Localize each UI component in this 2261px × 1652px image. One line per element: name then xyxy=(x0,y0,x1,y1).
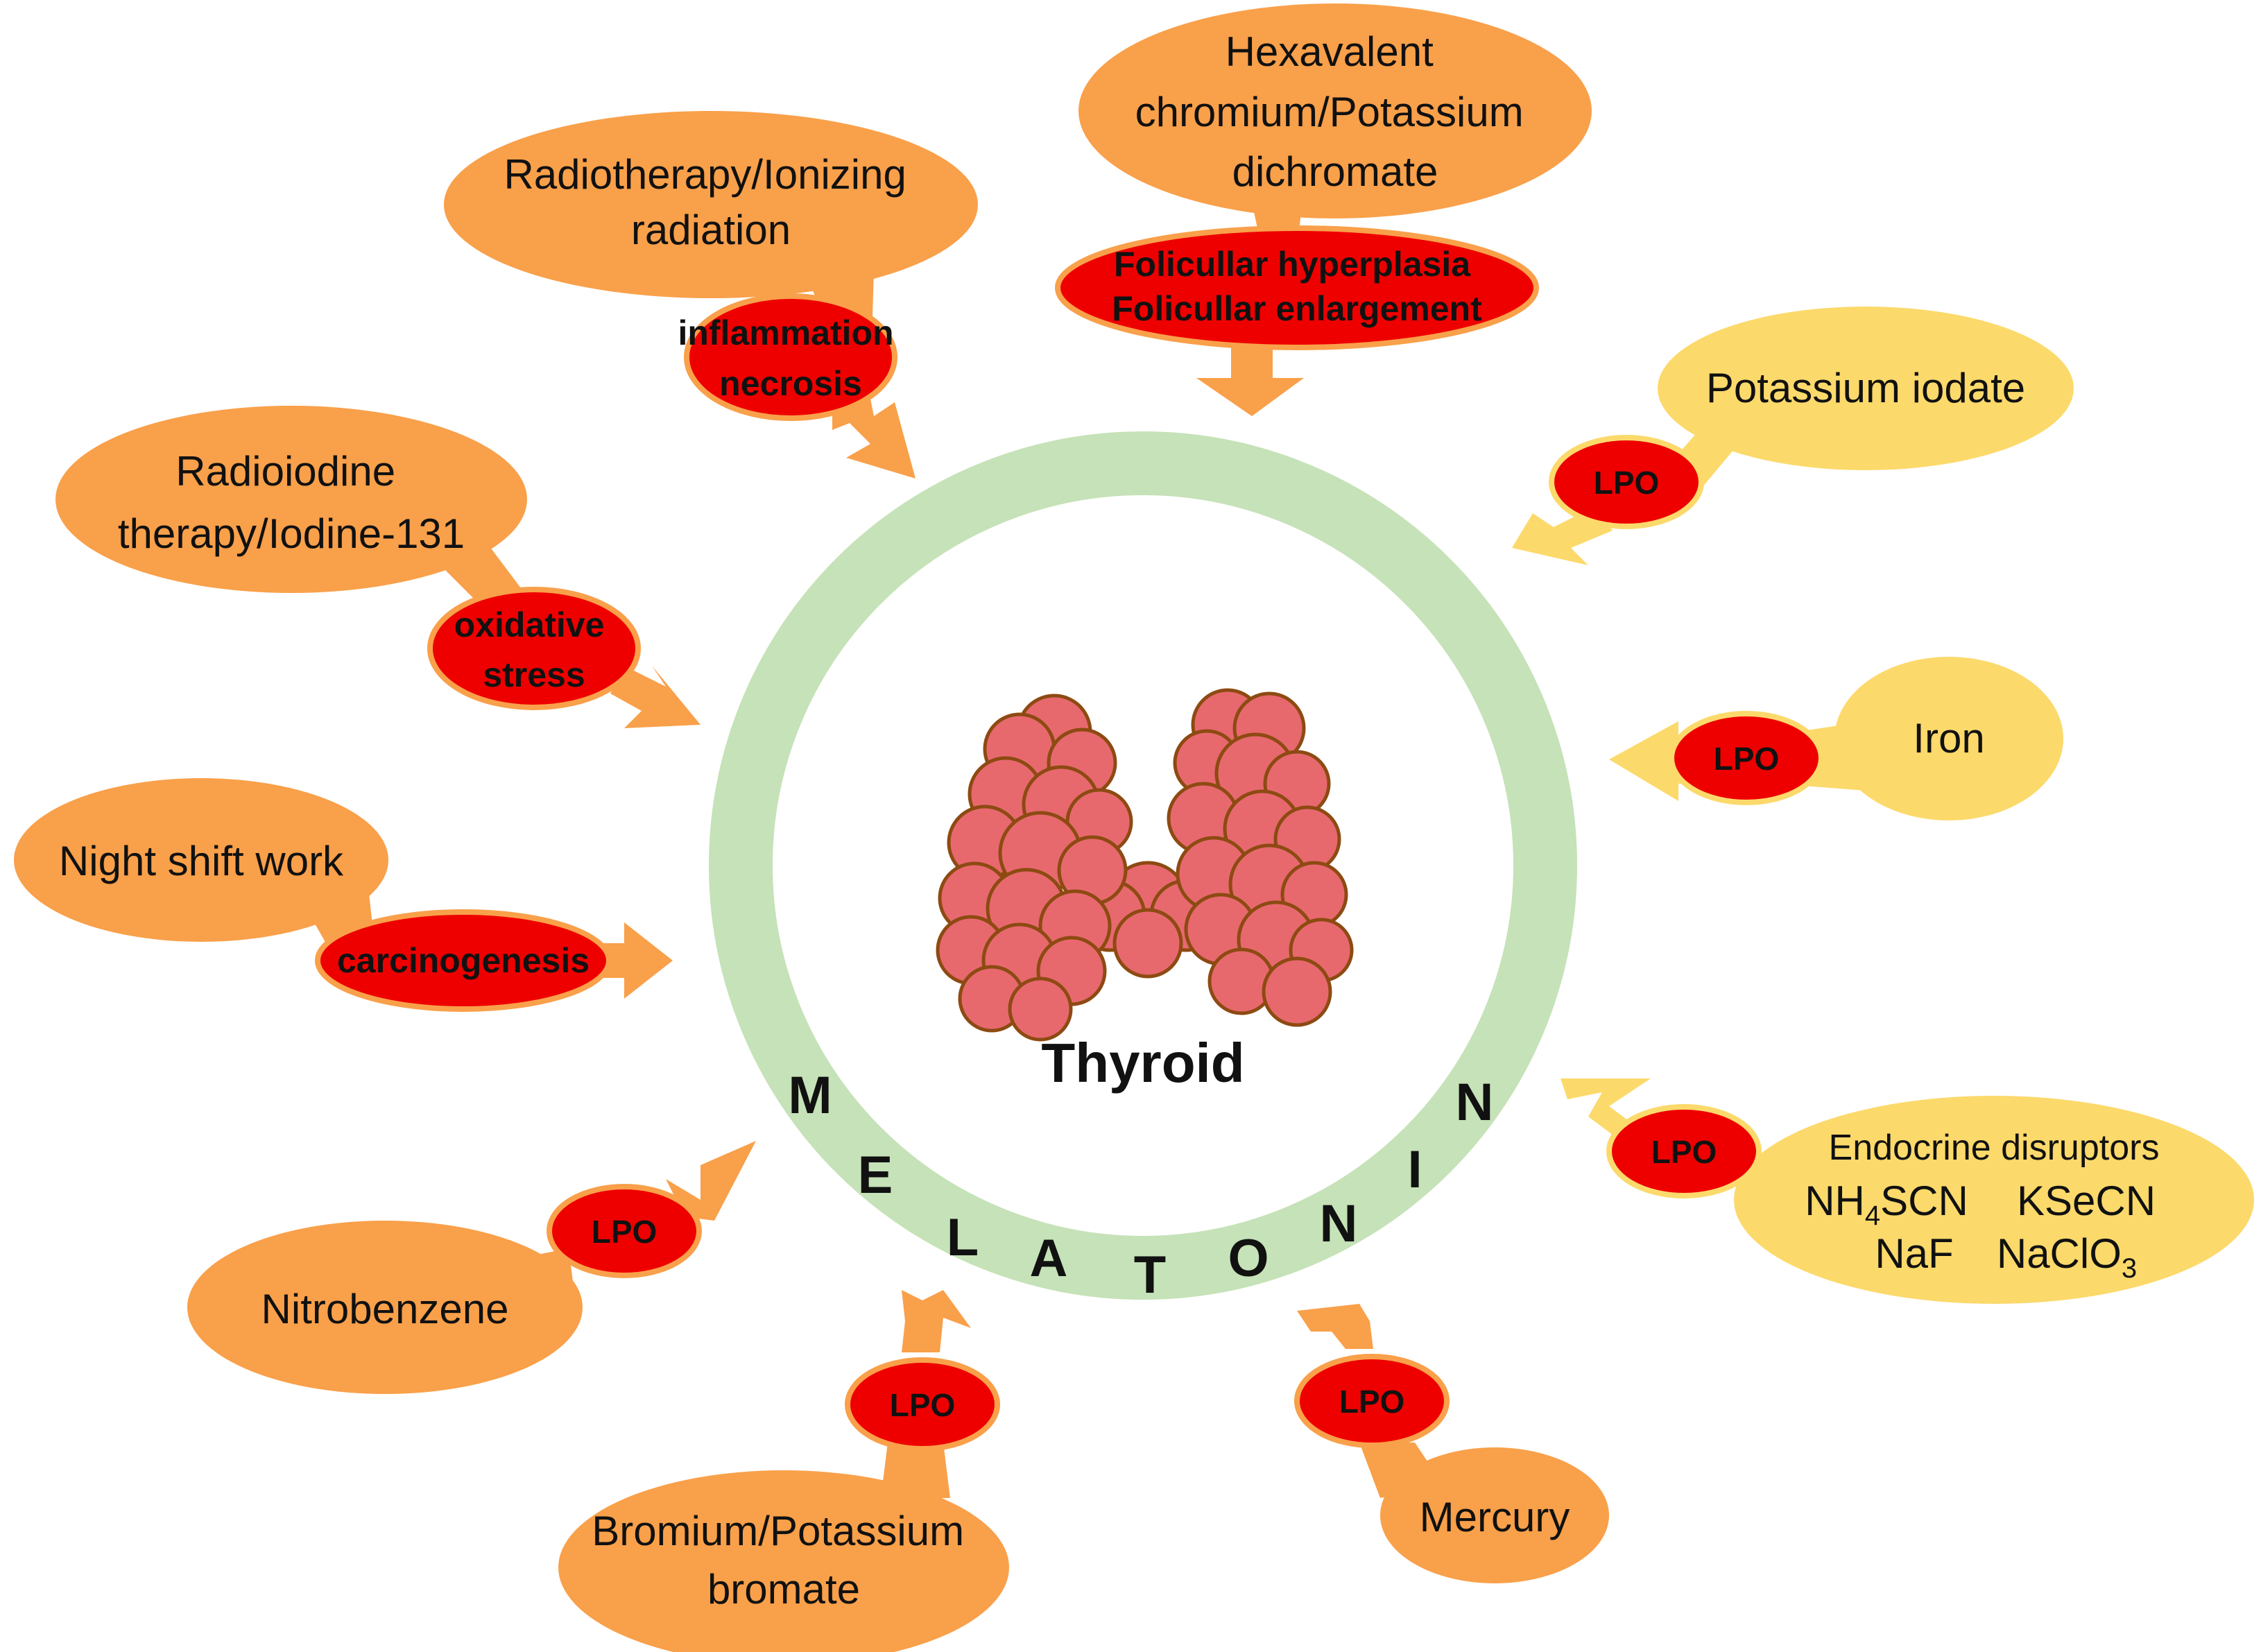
nightshift-label: Night shift work xyxy=(59,838,344,884)
ring-letter: N xyxy=(1320,1194,1358,1253)
chemical-naclo3: NaClO3 xyxy=(1997,1230,2137,1284)
radioiodine-label: Radioiodine therapy/Iodine-131 xyxy=(118,448,465,557)
thyroid-label: Thyroid xyxy=(1041,1032,1244,1094)
nightshift-bubble xyxy=(14,778,388,942)
nitrobenzene-label: Nitrobenzene xyxy=(261,1286,509,1332)
chemical-ksecn: KSeCN xyxy=(2017,1178,2156,1224)
disruptors-bubble xyxy=(1734,1096,2254,1304)
effect-lpo-disruptors xyxy=(1606,1104,1762,1198)
mercury-bubble xyxy=(1380,1447,1609,1583)
effect-text: carcinogenesis xyxy=(337,941,590,980)
effect-text: LPO xyxy=(1714,741,1780,777)
ring-letter: O xyxy=(1228,1229,1269,1288)
ring-letter: E xyxy=(858,1146,893,1205)
thyroid-gland-icon xyxy=(936,688,1354,1042)
effect-text: LPO xyxy=(890,1387,956,1423)
radiotherapy-label: Radiotherapy/Ionizing radiation xyxy=(504,151,918,253)
arrow-mercury xyxy=(1297,1304,1373,1349)
ring-letter: A xyxy=(1030,1229,1068,1288)
iron-label: Iron xyxy=(1913,715,1984,762)
effect-text: inflammation necrosis xyxy=(678,313,903,403)
iodate-label: Potassium iodate xyxy=(1706,365,2025,411)
effect-carcinogenesis xyxy=(315,909,612,1012)
arrow-chromium xyxy=(1196,333,1304,416)
radioiodine-bubble xyxy=(55,406,527,593)
factor-iodate: Potassium iodate LPO xyxy=(1512,307,2074,565)
bromate-label: Bromium/Potassium bromate xyxy=(592,1508,975,1612)
factor-chromium: Hexavalent chromium/Potassium dichromate… xyxy=(1055,3,1592,416)
effect-lpo-iodate xyxy=(1549,435,1704,529)
ring-letter: M xyxy=(788,1066,832,1125)
chemical-nh4scn: NH4SCN xyxy=(1805,1178,1968,1231)
arrow-radioiodine xyxy=(610,666,700,728)
effect-text: LPO xyxy=(1594,465,1660,501)
ring-letter: T xyxy=(1134,1246,1166,1305)
effect-text: oxidative stress xyxy=(454,605,614,694)
chromium-label: Hexavalent chromium/Potassium dichromate xyxy=(1135,28,1536,195)
iron-bubble xyxy=(1834,657,2063,820)
mercury-label: Mercury xyxy=(1420,1494,1570,1540)
factor-radiotherapy: Radiotherapy/Ionizing radiation inflamma… xyxy=(444,111,978,479)
chromium-bubble xyxy=(1078,3,1592,218)
effect-lpo-nitrobenzene xyxy=(547,1184,702,1278)
ring-letter: N xyxy=(1456,1073,1494,1132)
arrow-bromate xyxy=(902,1290,971,1352)
effect-lpo-iron xyxy=(1669,711,1824,805)
effect-text: LPO xyxy=(1651,1134,1717,1170)
bromate-bubble xyxy=(558,1470,1009,1652)
factor-iron: Iron LPO xyxy=(1609,657,2063,820)
arrow-nightshift xyxy=(590,922,673,999)
ring-letter: I xyxy=(1407,1140,1422,1199)
nitrobenzene-bubble xyxy=(187,1221,583,1394)
iodate-bubble xyxy=(1658,307,2074,470)
factor-nightshift: Night shift work carcinogenesis xyxy=(14,778,673,1012)
factor-disruptors: Endocrine disruptors NH4SCN KSeCN NaF Na… xyxy=(1561,1078,2254,1304)
ring-letter: L xyxy=(947,1208,979,1267)
melatonin-ring-label: M E L A T O N I N xyxy=(788,1066,1493,1305)
chemical-naf: NaF xyxy=(1875,1230,1953,1277)
melatonin-ring xyxy=(709,431,1577,1300)
arrow-nitrobenzene xyxy=(666,1141,756,1221)
factor-bromate: Bromium/Potassium bromate LPO xyxy=(558,1290,1009,1652)
effect-lpo-bromate xyxy=(845,1357,1000,1452)
effect-text: LPO xyxy=(1339,1384,1405,1420)
effect-text: LPO xyxy=(592,1214,657,1250)
factor-mercury: Mercury LPO xyxy=(1294,1304,1609,1583)
effect-lpo-mercury xyxy=(1294,1354,1450,1448)
effect-text: Folicullar hyperplasia Folicullar enlarg… xyxy=(1112,245,1482,328)
disruptors-title: Endocrine disruptors xyxy=(1829,1128,2160,1168)
effect-inflammation-necrosis xyxy=(684,293,897,421)
effect-follicular xyxy=(1055,225,1539,350)
arrow-radiotherapy xyxy=(832,388,915,479)
effect-oxidative-stress xyxy=(427,587,641,710)
factor-radioiodine: Radioiodine therapy/Iodine-131 oxidative… xyxy=(55,406,700,728)
radiotherapy-bubble xyxy=(444,111,978,298)
factor-nitrobenzene: Nitrobenzene LPO xyxy=(187,1141,756,1394)
